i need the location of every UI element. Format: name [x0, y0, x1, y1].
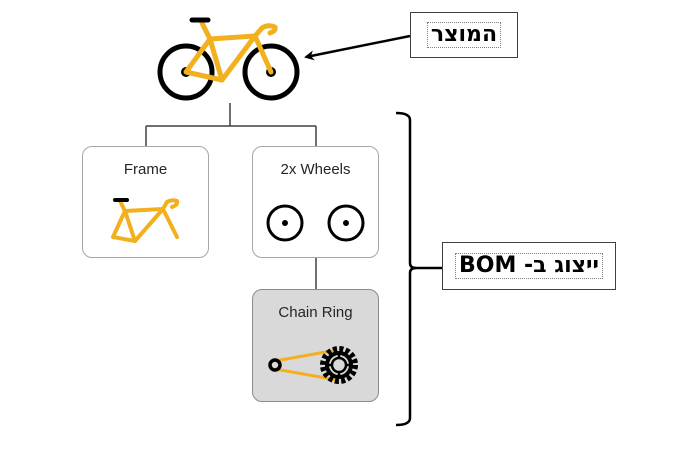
callout-bom: ייצוג ב- BOM: [442, 242, 616, 290]
node-wheels[interactable]: 2x Wheels: [252, 146, 379, 258]
callout-product: המוצר: [410, 12, 518, 58]
node-wheels-label: 2x Wheels: [280, 161, 351, 178]
node-chain-ring[interactable]: Chain Ring: [252, 289, 379, 402]
wheel-icon: [266, 204, 304, 242]
callout-product-text: המוצר: [426, 22, 502, 48]
callout-bom-text: ייצוג ב- BOM: [455, 253, 603, 279]
bike-frame-icon: [111, 198, 180, 243]
node-frame[interactable]: Frame: [82, 146, 209, 258]
bicycle-icon: [157, 17, 300, 101]
wheel-icon: [327, 204, 365, 242]
node-chain-ring-label: Chain Ring: [278, 304, 353, 321]
node-frame-label: Frame: [123, 161, 168, 178]
chain-ring-icon: [268, 346, 358, 384]
